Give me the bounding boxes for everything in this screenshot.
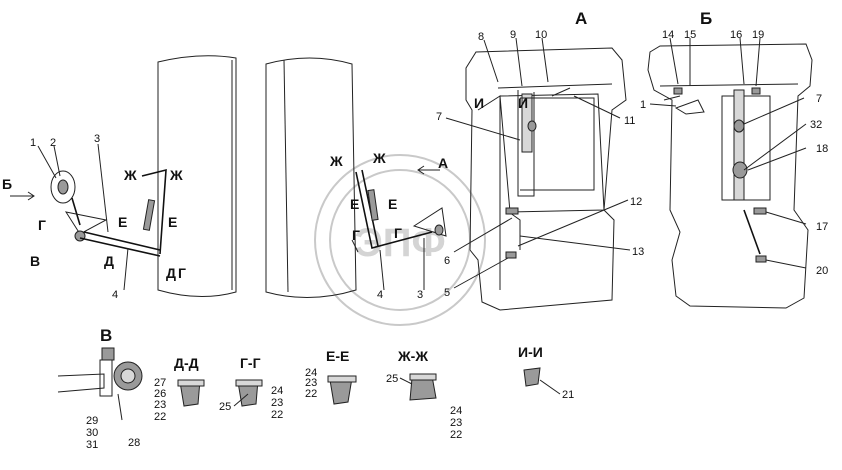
callout-14: 14 [662,29,674,41]
view-label-v: В [100,326,112,345]
callout-23-dd: 23 [154,399,166,411]
callout-22-gg: 22 [271,409,283,421]
marker-e-left-2: Е [168,214,177,230]
callout-22-zhzh: 22 [450,429,462,441]
marker-g-left: Г [38,217,46,233]
callout-1-right: 1 [640,99,646,111]
callout-30: 30 [86,427,98,439]
section-label-gg: Г-Г [240,355,261,371]
watermark-logo: ЭПФ [314,154,486,326]
detail-section-zhzh [409,373,437,401]
marker-e-center: Е [350,196,359,212]
marker-zh-center-2: Ж [372,150,386,166]
callout-22-dd: 22 [154,411,166,423]
callout-6: 6 [444,255,450,267]
marker-e-left: Е [118,214,127,230]
callout-13: 13 [632,246,644,258]
marker-zh-center: Ж [329,153,343,169]
callout-12: 12 [630,196,642,208]
detail-view-v [57,347,143,397]
marker-a-center: А [438,155,448,171]
callout-20: 20 [816,265,828,277]
callout-11: 11 [624,115,635,127]
callout-27: 27 [154,377,166,389]
callout-26: 26 [154,388,166,400]
callout-23-ee: 23 [305,377,317,389]
callout-15: 15 [684,29,696,41]
marker-g-left-2: Г [178,265,186,281]
callout-23-gg: 23 [271,397,283,409]
callout-4-center: 4 [377,289,383,301]
marker-zh-left-2: Ж [169,167,183,183]
detail-section-gg [235,379,263,407]
callout-24-zhzh: 24 [450,405,462,417]
mirror-assembly-left [10,143,167,291]
callout-10: 10 [535,29,547,41]
callout-2: 2 [50,137,56,149]
marker-d-left-2: Д [166,265,176,281]
marker-g-center: Г [352,227,360,243]
callout-4-left: 4 [112,289,118,301]
callout-9: 9 [510,29,516,41]
detail-section-dd [177,379,205,407]
callout-31: 31 [86,439,98,451]
callout-5: 5 [444,287,450,299]
marker-v-left: В [30,253,40,269]
callout-22-ee: 22 [305,388,317,400]
cab-view-b [647,43,813,309]
section-label-zhzh: Ж-Ж [397,348,428,364]
leader-lines [37,37,807,421]
marker-e-center-2: Е [388,196,397,212]
marker-i-right: И [518,95,528,111]
marker-g-center-2: Г [394,225,402,241]
callout-8: 8 [478,31,484,43]
cab-side-panels-left [157,55,357,298]
view-label-b: Б [700,9,712,28]
callout-7-right: 7 [816,93,822,105]
callout-29: 29 [86,415,98,427]
section-label-ee: Е-Е [326,348,349,364]
callout-28: 28 [128,437,140,449]
view-label-a: А [575,9,587,28]
callout-1-left: 1 [30,137,36,149]
mirror-assembly-center [351,165,447,291]
callout-7-left: 7 [436,111,442,123]
watermark-text: ЭПФ [354,221,445,265]
callout-25-zhzh: 25 [386,373,398,385]
callout-23-zhzh: 23 [450,417,462,429]
marker-d-left: Д [104,253,114,269]
callout-3-left: 3 [94,133,100,145]
callout-16: 16 [730,29,742,41]
cab-view-a [465,47,627,311]
callout-25-dd: 25 [219,401,231,413]
detail-section-ee [327,375,357,405]
callout-24-ee: 24 [305,367,317,379]
marker-b: Б [2,176,12,192]
callout-18: 18 [816,143,828,155]
callout-32: 32 [810,119,822,131]
callout-3-center: 3 [417,289,423,301]
callout-19: 19 [752,29,764,41]
detail-section-ii [523,367,541,387]
marker-zh-left: Ж [123,167,137,183]
section-label-ii: И-И [518,344,543,360]
callout-17: 17 [816,221,828,233]
callout-21: 21 [562,389,574,401]
callout-24-gg: 24 [271,385,283,397]
section-label-dd: Д-Д [174,355,199,371]
marker-i-left: И [474,95,484,111]
